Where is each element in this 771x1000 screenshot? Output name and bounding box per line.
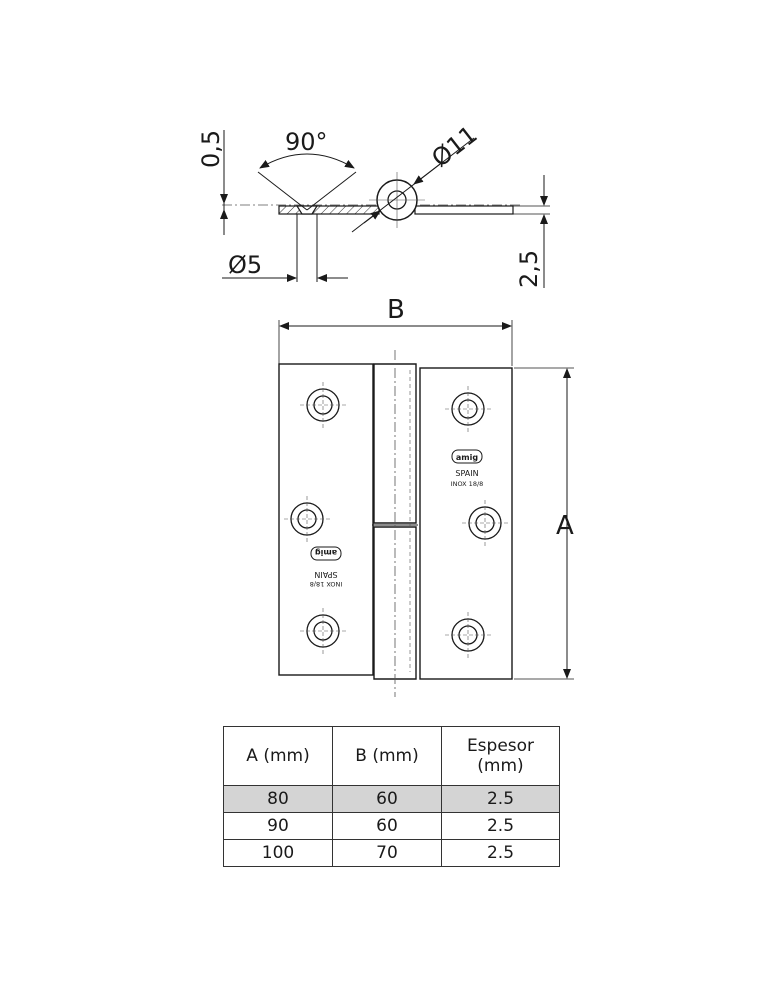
table-row: 80 60 2.5 <box>223 785 560 813</box>
left-leaf-section <box>278 205 380 215</box>
header-b: B (mm) <box>332 726 442 786</box>
dim-knuckle-label: Ø11 <box>426 120 482 173</box>
stamp-left: amig SPAIN INOX 18/8 <box>310 546 343 588</box>
stamp-country: SPAIN <box>314 570 337 579</box>
brand-logo-text: amig <box>315 548 337 557</box>
stamp-material: INOX 18/8 <box>451 480 484 488</box>
dim-angle-label: 90° <box>285 128 328 156</box>
cell-a: 80 <box>223 785 333 813</box>
cell-b: 70 <box>332 839 442 867</box>
right-leaf <box>419 367 513 680</box>
screw-hole <box>445 386 491 432</box>
cell-a: 100 <box>223 839 333 867</box>
stamp-country: SPAIN <box>455 469 478 478</box>
cell-b: 60 <box>332 785 442 813</box>
cell-thickness: 2.5 <box>441 812 560 840</box>
brand-logo <box>310 546 342 561</box>
table-row: 90 60 2.5 <box>223 812 560 840</box>
screw-hole <box>462 500 508 546</box>
stamp-material: INOX 18/8 <box>310 580 343 588</box>
cell-thickness: 2.5 <box>441 785 560 813</box>
header-a: A (mm) <box>223 726 333 786</box>
dim-height-label: A <box>556 511 574 541</box>
dim-0-5-label: 0,5 <box>197 130 225 168</box>
front-view: B A <box>278 295 574 697</box>
table-row: 100 70 2.5 <box>223 839 560 867</box>
brand-logo-text: amig <box>456 453 478 462</box>
cell-thickness: 2.5 <box>441 839 560 867</box>
left-leaf <box>278 363 374 676</box>
cell-a: 90 <box>223 812 333 840</box>
table-header-row: A (mm) B (mm) Espesor (mm) <box>223 726 560 786</box>
stamp-right: amig SPAIN INOX 18/8 <box>451 449 484 488</box>
dimensions-table: A (mm) B (mm) Espesor (mm) 80 60 2.5 90 … <box>223 726 560 867</box>
cell-b: 60 <box>332 812 442 840</box>
screw-hole <box>445 612 491 658</box>
header-thickness: Espesor (mm) <box>441 726 560 786</box>
brand-logo <box>451 449 483 464</box>
screw-hole <box>284 496 330 542</box>
screw-hole <box>300 382 346 428</box>
angle-arc <box>259 153 355 169</box>
dim-thickness-label: 2,5 <box>515 250 543 288</box>
top-view: 0,5 90° Ø11 Ø5 2,5 <box>197 120 550 288</box>
screw-hole <box>300 608 346 654</box>
dim-hole-label: Ø5 <box>228 251 262 279</box>
dim-width-label: B <box>387 295 405 325</box>
right-leaf-section <box>414 205 514 215</box>
